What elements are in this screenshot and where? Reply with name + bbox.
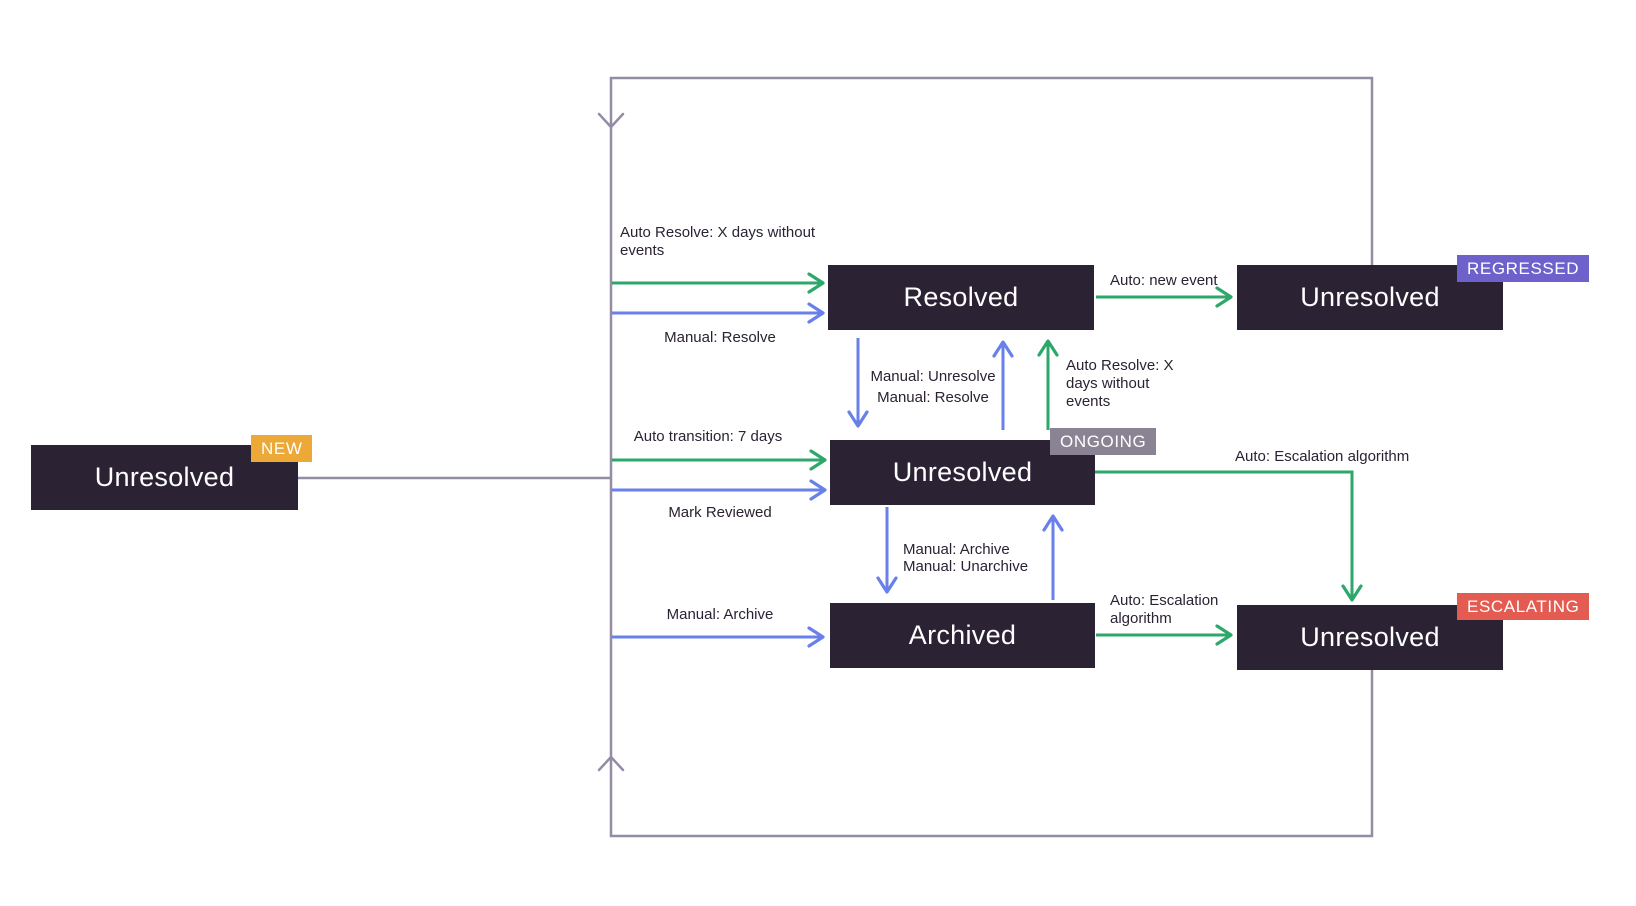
edge-label-manual-resolve-mid: Manual: Resolve <box>877 389 989 406</box>
edge-label-auto-resolve-from-new: Auto Resolve: X days without events <box>620 224 816 259</box>
status-badge-escalating: ESCALATING <box>1457 593 1590 620</box>
edge-label-auto-new-event: Auto: new event <box>1110 272 1218 289</box>
edge-label-auto-resolve-from-ongoing: Auto Resolve: X days without events <box>1066 357 1174 410</box>
loop-down-chevron <box>597 112 625 129</box>
state-node-label: Unresolved <box>94 462 235 492</box>
edge-label-manual-archive-mid: Manual: Archive <box>903 541 1010 558</box>
loop-escalating-return-path <box>609 478 1374 838</box>
edge-label-auto-transition-7-days: Auto transition: 7 days <box>633 428 783 445</box>
state-node-archived: Archived <box>830 603 1095 668</box>
edge-label-mark-reviewed: Mark Reviewed <box>668 504 772 521</box>
state-node-resolved: Resolved <box>828 265 1094 330</box>
arrow-auto-escalation-from-ongoing <box>1095 470 1363 602</box>
edge-label-manual-unarchive-mid: Manual: Unarchive <box>903 558 1029 575</box>
state-node-label: Unresolved <box>1300 282 1440 312</box>
status-badge-regressed: REGRESSED <box>1457 255 1590 282</box>
state-node-label: Resolved <box>903 282 1019 312</box>
edge-label-manual-archive-from-new: Manual: Archive <box>666 606 774 623</box>
edge-label-auto-escalation-from-archived: Auto: Escalation algorithm <box>1110 592 1219 627</box>
edge-label-auto-escalation-from-ongoing: Auto: Escalation algorithm <box>1235 448 1410 465</box>
status-badge-ongoing: ONGOING <box>1050 428 1157 455</box>
loop-up-chevron <box>597 755 625 772</box>
edge-label-manual-unresolve: Manual: Unresolve <box>870 368 996 385</box>
state-node-label: Unresolved <box>892 457 1033 487</box>
loop-regressed-return-path <box>609 76 1374 478</box>
status-badge-new: NEW <box>251 435 313 462</box>
edge-label-manual-resolve-from-new: Manual: Resolve <box>664 329 776 346</box>
state-node-label: Archived <box>908 620 1017 650</box>
state-node-label: Unresolved <box>1300 622 1440 652</box>
